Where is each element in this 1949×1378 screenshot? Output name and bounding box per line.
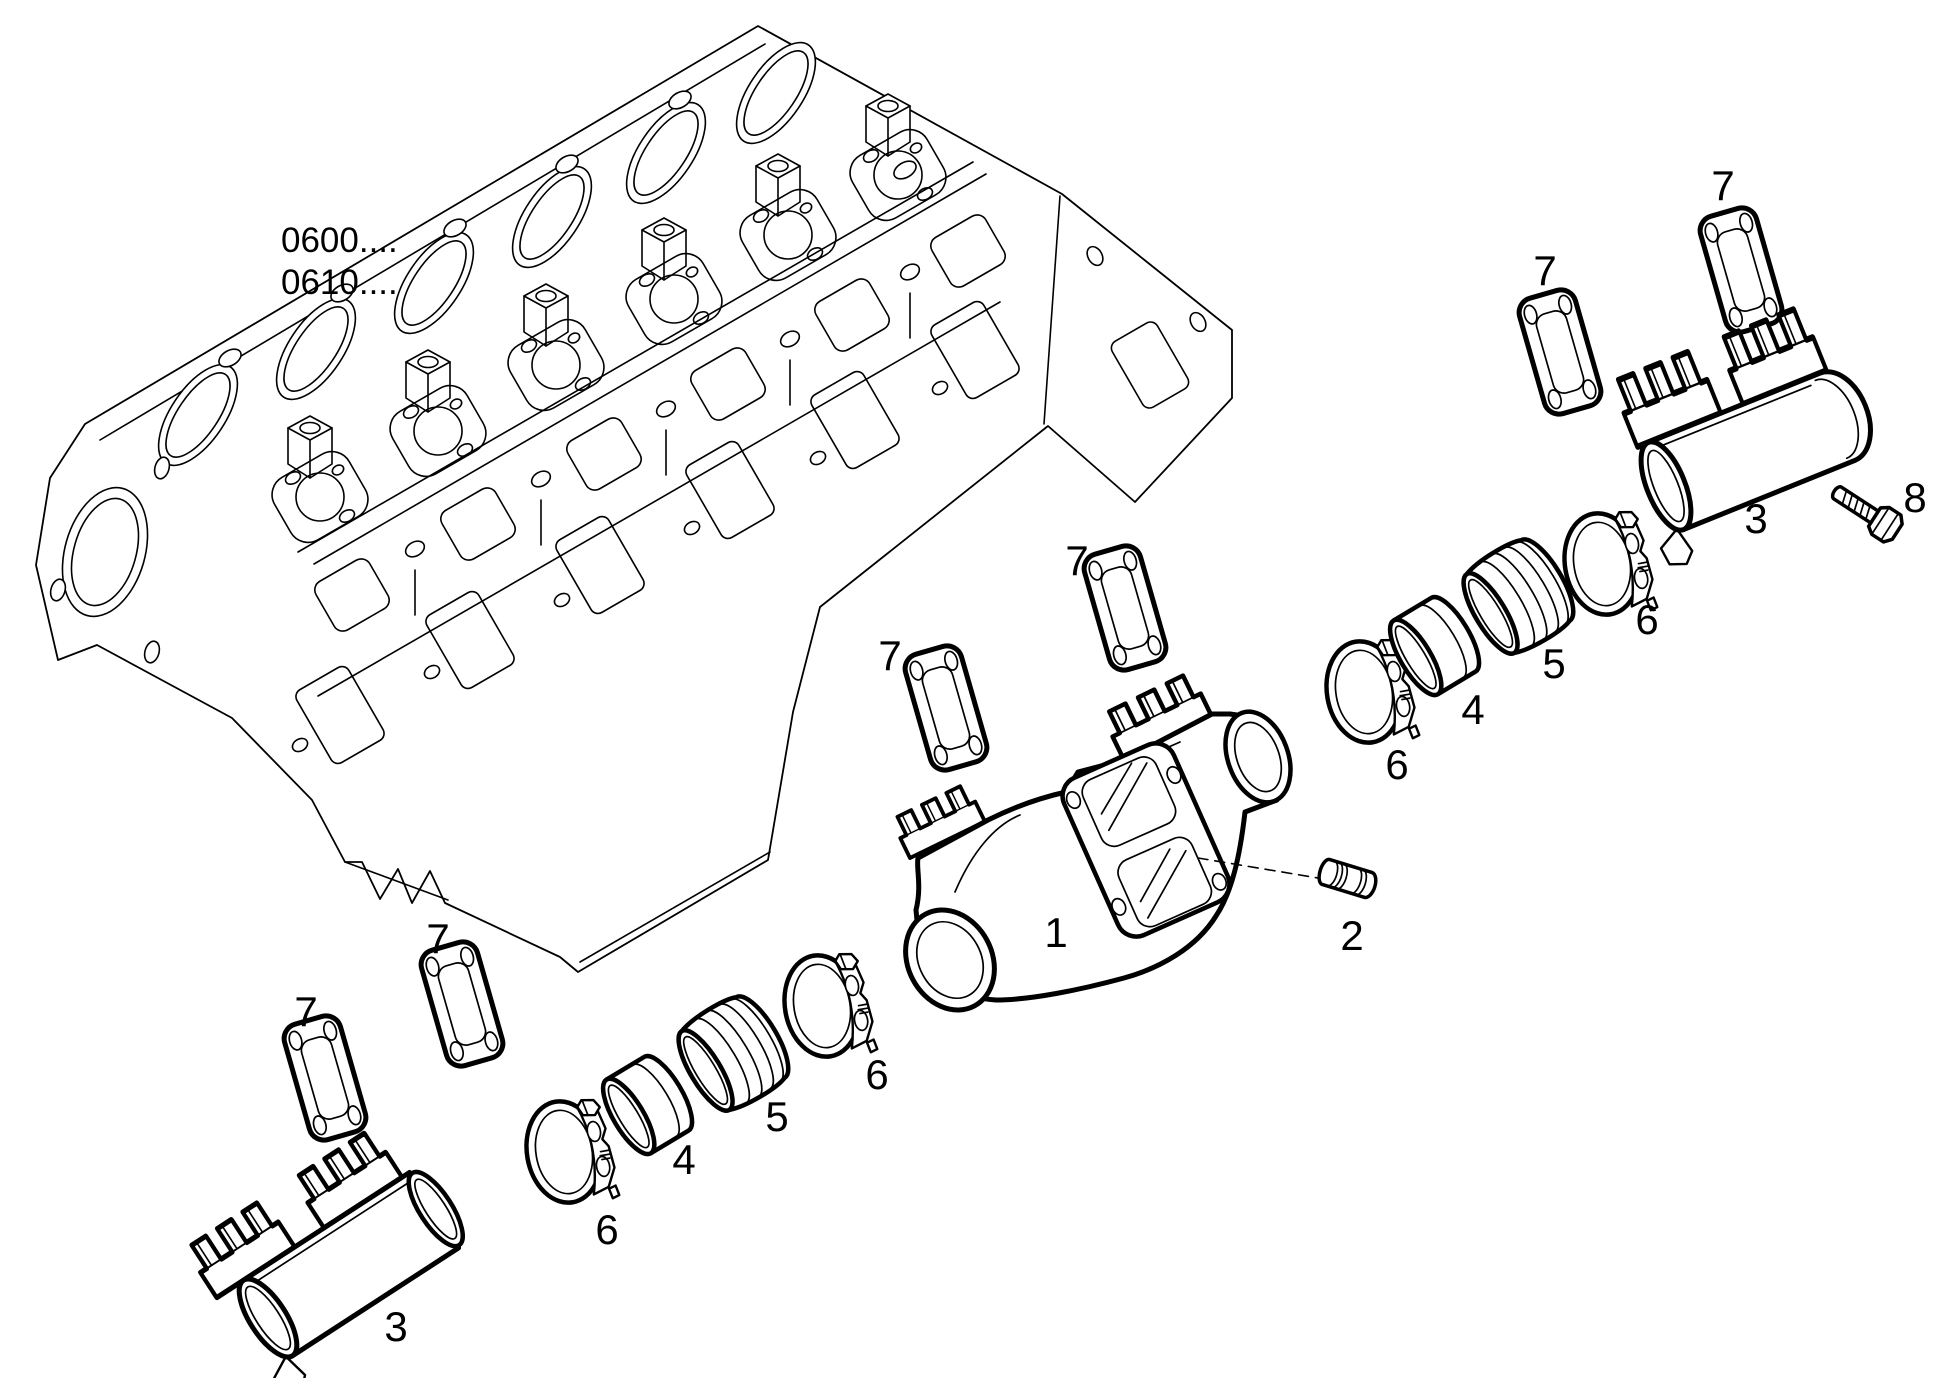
- part-number-label-6: 6: [1385, 741, 1408, 788]
- flange-hole: [1211, 872, 1228, 891]
- flange-hole: [1166, 765, 1182, 785]
- part-number-label-7: 7: [294, 988, 317, 1035]
- pipe-body: [1645, 369, 1873, 533]
- gasket-7-center-left: [902, 642, 991, 773]
- manifold-left-opening: [903, 907, 997, 1013]
- flange-hole: [1111, 897, 1127, 916]
- part-number-label-6: 6: [595, 1206, 618, 1253]
- part-number-label-7: 7: [1711, 162, 1734, 209]
- pipe-end-ring: [406, 1169, 465, 1249]
- reference-codes: 0600.... 0610....: [281, 221, 398, 302]
- clamp-6-left-outer: [519, 1094, 620, 1212]
- part-number-label-2: 2: [1340, 912, 1363, 959]
- part-number-label-6: 6: [865, 1051, 888, 1098]
- head-left-face: [49, 456, 171, 664]
- gasket-7-right: [1516, 286, 1605, 417]
- part-number-label-7: 7: [1533, 247, 1556, 294]
- exhaust-manifold: [889, 672, 1293, 1013]
- pipe-opening: [236, 1276, 300, 1360]
- stud-2: [1314, 856, 1381, 902]
- front-exhaust-ports: [314, 214, 1006, 632]
- front-lower-windows: [295, 300, 1020, 765]
- part-number-label-6: 6: [1635, 596, 1658, 643]
- pipe-tab: [272, 1355, 307, 1378]
- ref-code-line2: 0610....: [281, 263, 398, 302]
- gasket-7-center-right: [1081, 542, 1170, 673]
- exhaust-pipe-left: [185, 1114, 465, 1378]
- exhaust-pipe-right: [1597, 298, 1873, 566]
- bolt-8: [1823, 475, 1908, 547]
- part-number-label-4: 4: [1461, 686, 1484, 733]
- pipe-opening: [1638, 439, 1694, 533]
- part-number-label-5: 5: [1542, 640, 1565, 687]
- part-number-labels: 7 7 7 7 7 7 3 3 8 6 6 6 6 5 5 4 4 1 2: [294, 162, 1926, 1350]
- cylinder-head-outline: [35, 25, 1233, 973]
- manifold-stub-opening: [1223, 709, 1293, 805]
- manifold-flange: [1060, 741, 1232, 939]
- part-number-label-4: 4: [672, 1136, 695, 1183]
- cylinder-head: [35, 25, 1233, 973]
- part-number-label-7: 7: [426, 915, 449, 962]
- flange-port: [1117, 836, 1213, 928]
- head-right-face: [1086, 245, 1207, 409]
- part-number-label-8: 8: [1903, 474, 1926, 521]
- clamp-6-left-inner: [777, 948, 878, 1066]
- flange-hole: [1065, 790, 1082, 810]
- part-number-label-3: 3: [384, 1303, 407, 1350]
- flange-face: [1060, 741, 1232, 939]
- part-number-label-1: 1: [1044, 909, 1067, 956]
- leader-line-stud: [1197, 857, 1319, 879]
- part-number-label-3: 3: [1744, 495, 1767, 542]
- pipe-tab: [1659, 527, 1694, 566]
- part-number-label-7: 7: [1065, 537, 1088, 584]
- part-number-label-5: 5: [765, 1093, 788, 1140]
- part-number-label-7: 7: [878, 632, 901, 679]
- gasket-7-top-right: [1697, 204, 1786, 335]
- ref-code-line1: 0600....: [281, 221, 398, 260]
- flange-port: [1081, 756, 1177, 848]
